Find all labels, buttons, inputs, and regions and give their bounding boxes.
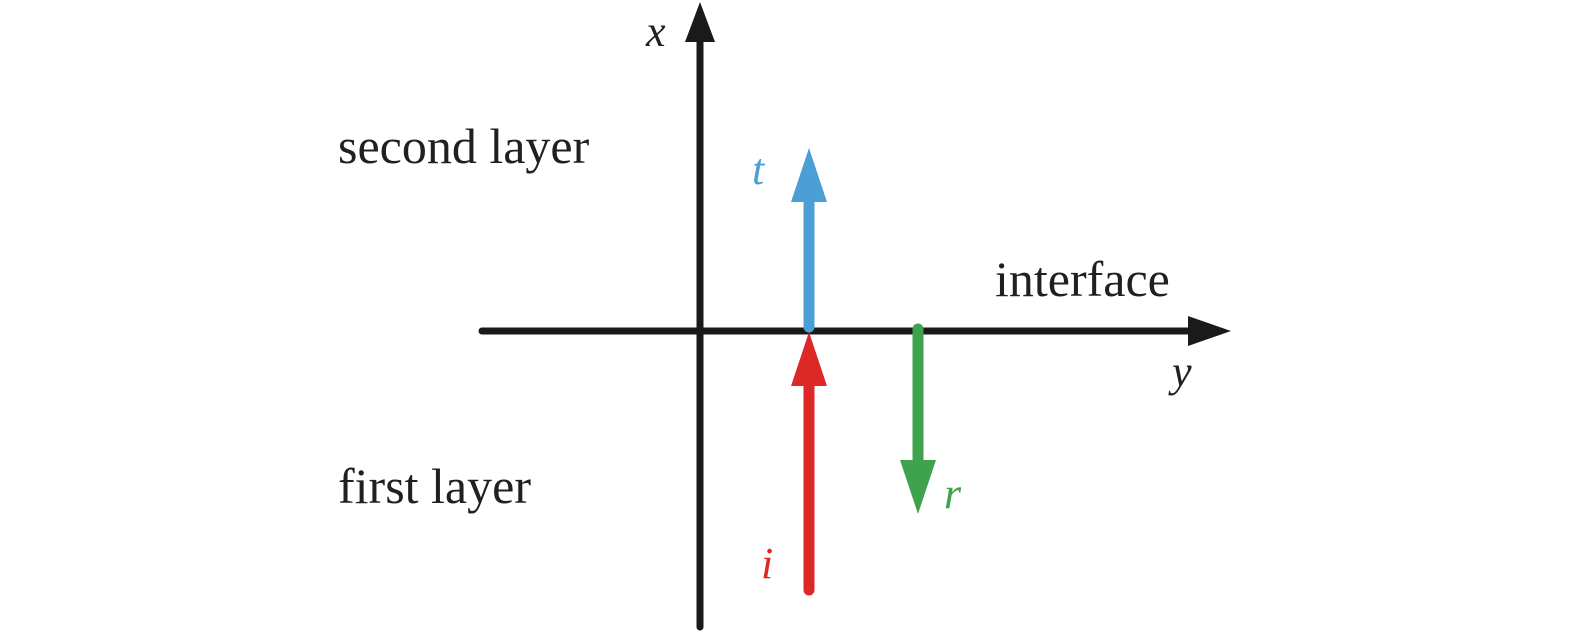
transmitted-wave-label: t bbox=[752, 145, 766, 194]
incident-wave-label: i bbox=[761, 539, 773, 588]
incident-wave-arrowhead-icon bbox=[791, 332, 827, 386]
second-layer-label: second layer bbox=[338, 118, 590, 174]
reflected-wave-arrowhead-icon bbox=[900, 460, 936, 514]
x-axis-label: x bbox=[645, 7, 666, 56]
reflected-wave-label: r bbox=[944, 469, 962, 518]
y-axis-label: y bbox=[1168, 347, 1192, 396]
y-axis-arrowhead-icon bbox=[1188, 316, 1231, 346]
first-layer-label: first layer bbox=[338, 458, 531, 514]
transmitted-wave-arrowhead-icon bbox=[791, 148, 827, 202]
interface-label: interface bbox=[995, 251, 1170, 307]
x-axis-arrowhead-icon bbox=[685, 2, 715, 42]
